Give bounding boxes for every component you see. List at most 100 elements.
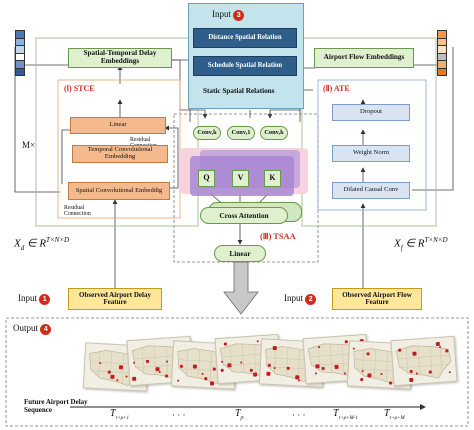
delay-marker <box>298 379 301 382</box>
input1-badge: 1 <box>39 294 51 305</box>
schedule-relation-box: Schedule Spatial Relation <box>193 56 297 76</box>
timeline-t1: Tτ+ρ+1 <box>110 408 129 421</box>
timeline-dots-1: · · · <box>172 410 186 420</box>
delay-marker <box>428 370 432 374</box>
delay-marker <box>267 363 271 367</box>
delay-marker <box>367 373 372 378</box>
dilated-causal-conv-box: Dilated Causal Conv <box>332 182 410 199</box>
delay-marker <box>438 345 442 348</box>
delay-marker <box>252 372 258 377</box>
delay-marker <box>448 371 451 374</box>
delay-marker <box>249 368 253 372</box>
delay-marker <box>412 351 417 356</box>
delay-marker <box>380 373 383 376</box>
timeline-t4: Tτ+ρ+M <box>384 408 405 421</box>
delay-marker <box>445 349 449 353</box>
input3-label: Input 3 <box>212 9 245 21</box>
delay-marker <box>366 352 370 356</box>
delay-marker <box>107 370 111 374</box>
delay-marker <box>132 376 137 381</box>
delay-marker <box>352 347 355 350</box>
delay-marker <box>240 361 243 364</box>
delay-feature-stack <box>15 30 25 76</box>
delay-marker <box>125 375 128 378</box>
tsaa-title: (Ⅲ) TSAA <box>260 232 296 241</box>
delay-marker <box>192 364 198 369</box>
delay-marker <box>145 359 150 363</box>
cross-attention-box: Cross Attention <box>200 207 288 224</box>
delay-marker <box>204 377 208 381</box>
weight-norm-box: Weight Norm <box>332 145 410 162</box>
delay-marker <box>361 370 364 373</box>
input1-label: Input 1 <box>18 293 51 305</box>
delay-marker <box>334 364 339 370</box>
delay-marker <box>164 374 169 378</box>
xf-formula: Xf ∈ RT×N×D <box>394 236 448 252</box>
static-relations-title: Static Spatial Relations <box>203 87 275 95</box>
distance-relation-box: Distance Spatial Relation <box>193 28 297 48</box>
delay-marker <box>177 379 180 382</box>
delay-marker <box>220 368 224 372</box>
delay-marker <box>132 361 136 364</box>
delay-marker <box>165 360 169 363</box>
delay-marker <box>223 342 228 346</box>
observed-flow-feature-box: Observed Airport Flow Feature <box>332 288 422 310</box>
delay-marker <box>318 346 321 349</box>
delay-marker <box>227 363 232 368</box>
xd-formula: Xd ∈ RT×N×D <box>14 236 70 252</box>
conv-1-box: Conv,1 <box>227 126 255 140</box>
delay-map-thumbnail <box>390 335 458 387</box>
m-times-label: M× <box>22 140 36 150</box>
input2-label: Input 2 <box>284 293 317 305</box>
observed-delay-feature-box: Observed Airport Delay Feature <box>68 288 162 310</box>
delay-marker <box>272 345 277 351</box>
spatial-conv-embedding-box: Spatial Convolutional Embeddig <box>68 182 170 200</box>
residual-label-2: Residual Connection <box>64 205 91 218</box>
delay-marker <box>286 366 290 370</box>
spatial-temporal-embeddings-box: Spatial-Temporal Delay Embeddings <box>68 48 172 68</box>
delay-marker <box>256 340 259 343</box>
delay-marker <box>201 372 204 375</box>
airport-flow-embeddings-box: Airport Flow Embeddings <box>314 48 414 68</box>
linear-box-left: Linear <box>70 117 166 134</box>
delay-marker <box>315 364 320 369</box>
input2-badge: 2 <box>305 294 317 305</box>
timeline-title: Future Airport Delay Sequence <box>24 398 88 414</box>
linear-box-center: Linear <box>214 245 266 262</box>
ate-title: (Ⅱ) ATE <box>323 84 350 93</box>
delay-marker <box>179 364 183 368</box>
q-box: Q <box>198 170 215 187</box>
delay-marker <box>314 372 318 375</box>
conv-k-box-1: Conv,k <box>193 126 221 140</box>
delay-marker <box>409 377 414 383</box>
delay-marker <box>409 369 413 374</box>
delay-marker <box>398 348 402 352</box>
delay-marker <box>212 367 216 371</box>
delay-marker <box>209 381 215 386</box>
output4-badge: 4 <box>40 324 52 335</box>
delay-marker <box>388 381 393 385</box>
output4-label: Output 4 <box>13 323 52 335</box>
conv-k-box-2: Conv,k <box>260 126 288 140</box>
delay-marker <box>343 372 347 375</box>
delay-marker <box>99 362 102 365</box>
input3-badge: 3 <box>233 10 245 21</box>
delay-marker <box>116 379 119 382</box>
flow-feature-stack <box>437 30 447 76</box>
v-box: V <box>232 170 249 187</box>
delay-marker <box>221 360 224 363</box>
timeline-t3: Tτ+ρ+M-1 <box>333 408 358 421</box>
delay-marker <box>360 377 364 382</box>
delay-marker <box>110 374 115 379</box>
stce-title: (Ⅰ) STCE <box>64 84 95 93</box>
delay-marker <box>415 372 418 375</box>
delay-marker <box>273 367 276 370</box>
k-box: K <box>264 170 281 187</box>
timeline-dots-2: · · · <box>292 410 306 420</box>
timeline-t2: Tρ <box>235 408 244 421</box>
delay-marker <box>266 371 271 376</box>
temporal-conv-embedding-box: Temporal Convolutional Embedding <box>72 145 168 163</box>
dropout-box: Dropout <box>332 104 410 121</box>
delay-marker <box>321 366 325 371</box>
delay-marker <box>158 370 161 374</box>
